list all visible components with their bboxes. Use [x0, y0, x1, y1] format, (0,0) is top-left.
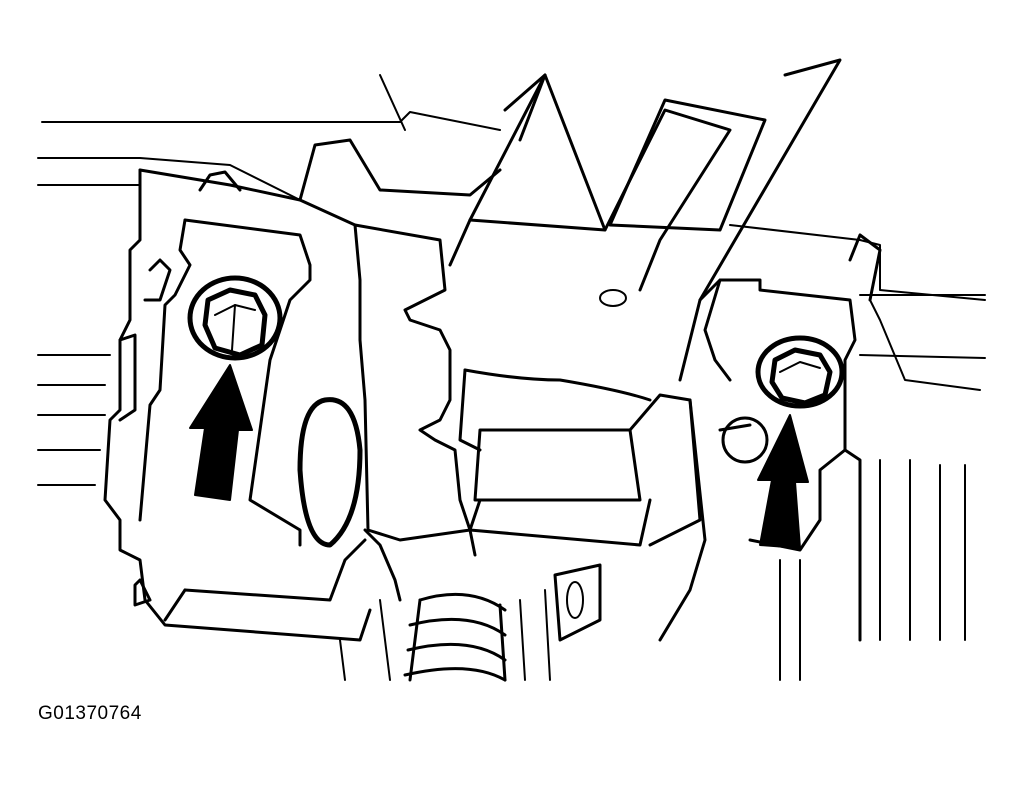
left-bolt-head	[202, 287, 268, 358]
left-bolt-flange	[187, 275, 283, 361]
lower-spring	[339, 563, 602, 682]
right-arrow	[757, 414, 809, 549]
background-frame	[37, 74, 986, 486]
mount-illustration	[37, 58, 986, 682]
right-bracket	[698, 233, 966, 681]
center-insulator	[297, 198, 707, 642]
right-bolt-flange	[755, 335, 845, 409]
crossmember-strap	[448, 58, 842, 382]
figure-id-label: G01370764	[38, 703, 142, 724]
left-bracket	[103, 138, 502, 642]
left-arrow	[189, 364, 253, 501]
right-bolt-head	[769, 347, 833, 406]
